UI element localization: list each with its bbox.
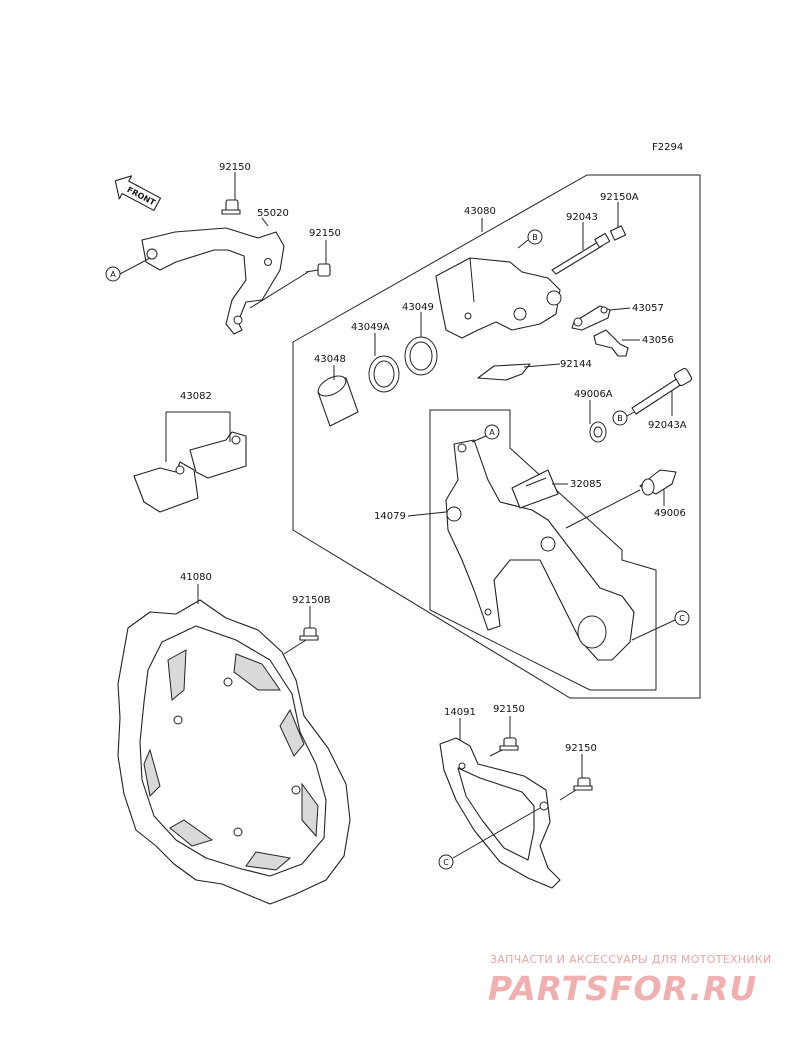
seal-43049 <box>404 336 438 376</box>
bleeder-43056 <box>593 329 629 357</box>
label-92043A: 92043A <box>648 420 687 431</box>
seal-43049A <box>368 355 400 393</box>
caliper-body <box>435 257 562 339</box>
label-43049A: 43049A <box>351 322 390 333</box>
label-32085: 32085 <box>570 479 602 490</box>
callout-a-inner <box>484 424 500 440</box>
figure-code: F2294 <box>652 142 683 153</box>
bolt-92150-low1 <box>489 737 519 757</box>
bolt-92150B <box>283 627 319 655</box>
label-92150-top: 92150 <box>219 162 251 173</box>
piston-43048 <box>317 375 359 427</box>
label-92150B: 92150B <box>292 595 331 606</box>
disc-guard-14091 <box>439 737 561 889</box>
svg-text:A: A <box>110 270 116 279</box>
boot-49006 <box>639 469 677 496</box>
label-14079: 14079 <box>374 511 406 522</box>
watermark-brand: PARTSFOR.RU <box>488 969 757 1008</box>
caliper-assembly-frame <box>292 174 701 699</box>
label-92150-low2: 92150 <box>565 743 597 754</box>
callout-c-bottom <box>438 854 454 870</box>
boot-49006A <box>589 421 607 443</box>
label-41080: 41080 <box>180 572 212 583</box>
label-92150A: 92150A <box>600 192 639 203</box>
label-14091: 14091 <box>444 707 476 718</box>
label-43048: 43048 <box>314 354 346 365</box>
label-49006: 49006 <box>654 508 686 519</box>
label-92150-low1: 92150 <box>493 704 525 715</box>
bolt-92150-top <box>221 199 241 215</box>
bolt-92150-low2 <box>559 777 593 801</box>
bracket-assembly-frame <box>429 409 657 691</box>
bracket-55020 <box>141 227 285 335</box>
label-92150-mid: 92150 <box>309 228 341 239</box>
label-43056: 43056 <box>642 335 674 346</box>
svg-text:C: C <box>679 614 685 623</box>
label-43080: 43080 <box>464 206 496 217</box>
callout-b-top <box>527 229 543 245</box>
label-92144: 92144 <box>560 359 592 370</box>
watermark-tagline: ЗАПЧАСТИ И АКСЕССУАРЫ ДЛЯ МОТОТЕХНИКИ <box>490 953 772 966</box>
label-49006A: 49006A <box>574 389 613 400</box>
spring-92144 <box>477 363 531 381</box>
brake-disc-41080 <box>117 599 351 905</box>
front-arrow-icon: FRONT <box>114 175 162 211</box>
label-43082: 43082 <box>180 391 212 402</box>
plug-92150A <box>609 225 627 241</box>
washer-43057 <box>571 305 611 331</box>
label-55020: 55020 <box>257 208 289 219</box>
bolt-92150-mid <box>305 263 331 277</box>
callout-a-left <box>105 266 121 282</box>
pad-spring-32085 <box>511 469 559 509</box>
pin-92043A <box>631 367 693 415</box>
callout-c-right <box>674 610 690 626</box>
label-43049: 43049 <box>402 302 434 313</box>
svg-text:C: C <box>443 858 449 867</box>
pin-92043 <box>551 232 611 275</box>
label-43057: 43057 <box>632 303 664 314</box>
svg-text:B: B <box>617 414 623 423</box>
label-92043: 92043 <box>566 212 598 223</box>
svg-text:A: A <box>489 428 495 437</box>
callout-b-right <box>612 410 628 426</box>
caliper-bracket-14079 <box>445 439 641 661</box>
svg-text:B: B <box>532 233 538 242</box>
brake-pads-43082 <box>133 431 247 513</box>
